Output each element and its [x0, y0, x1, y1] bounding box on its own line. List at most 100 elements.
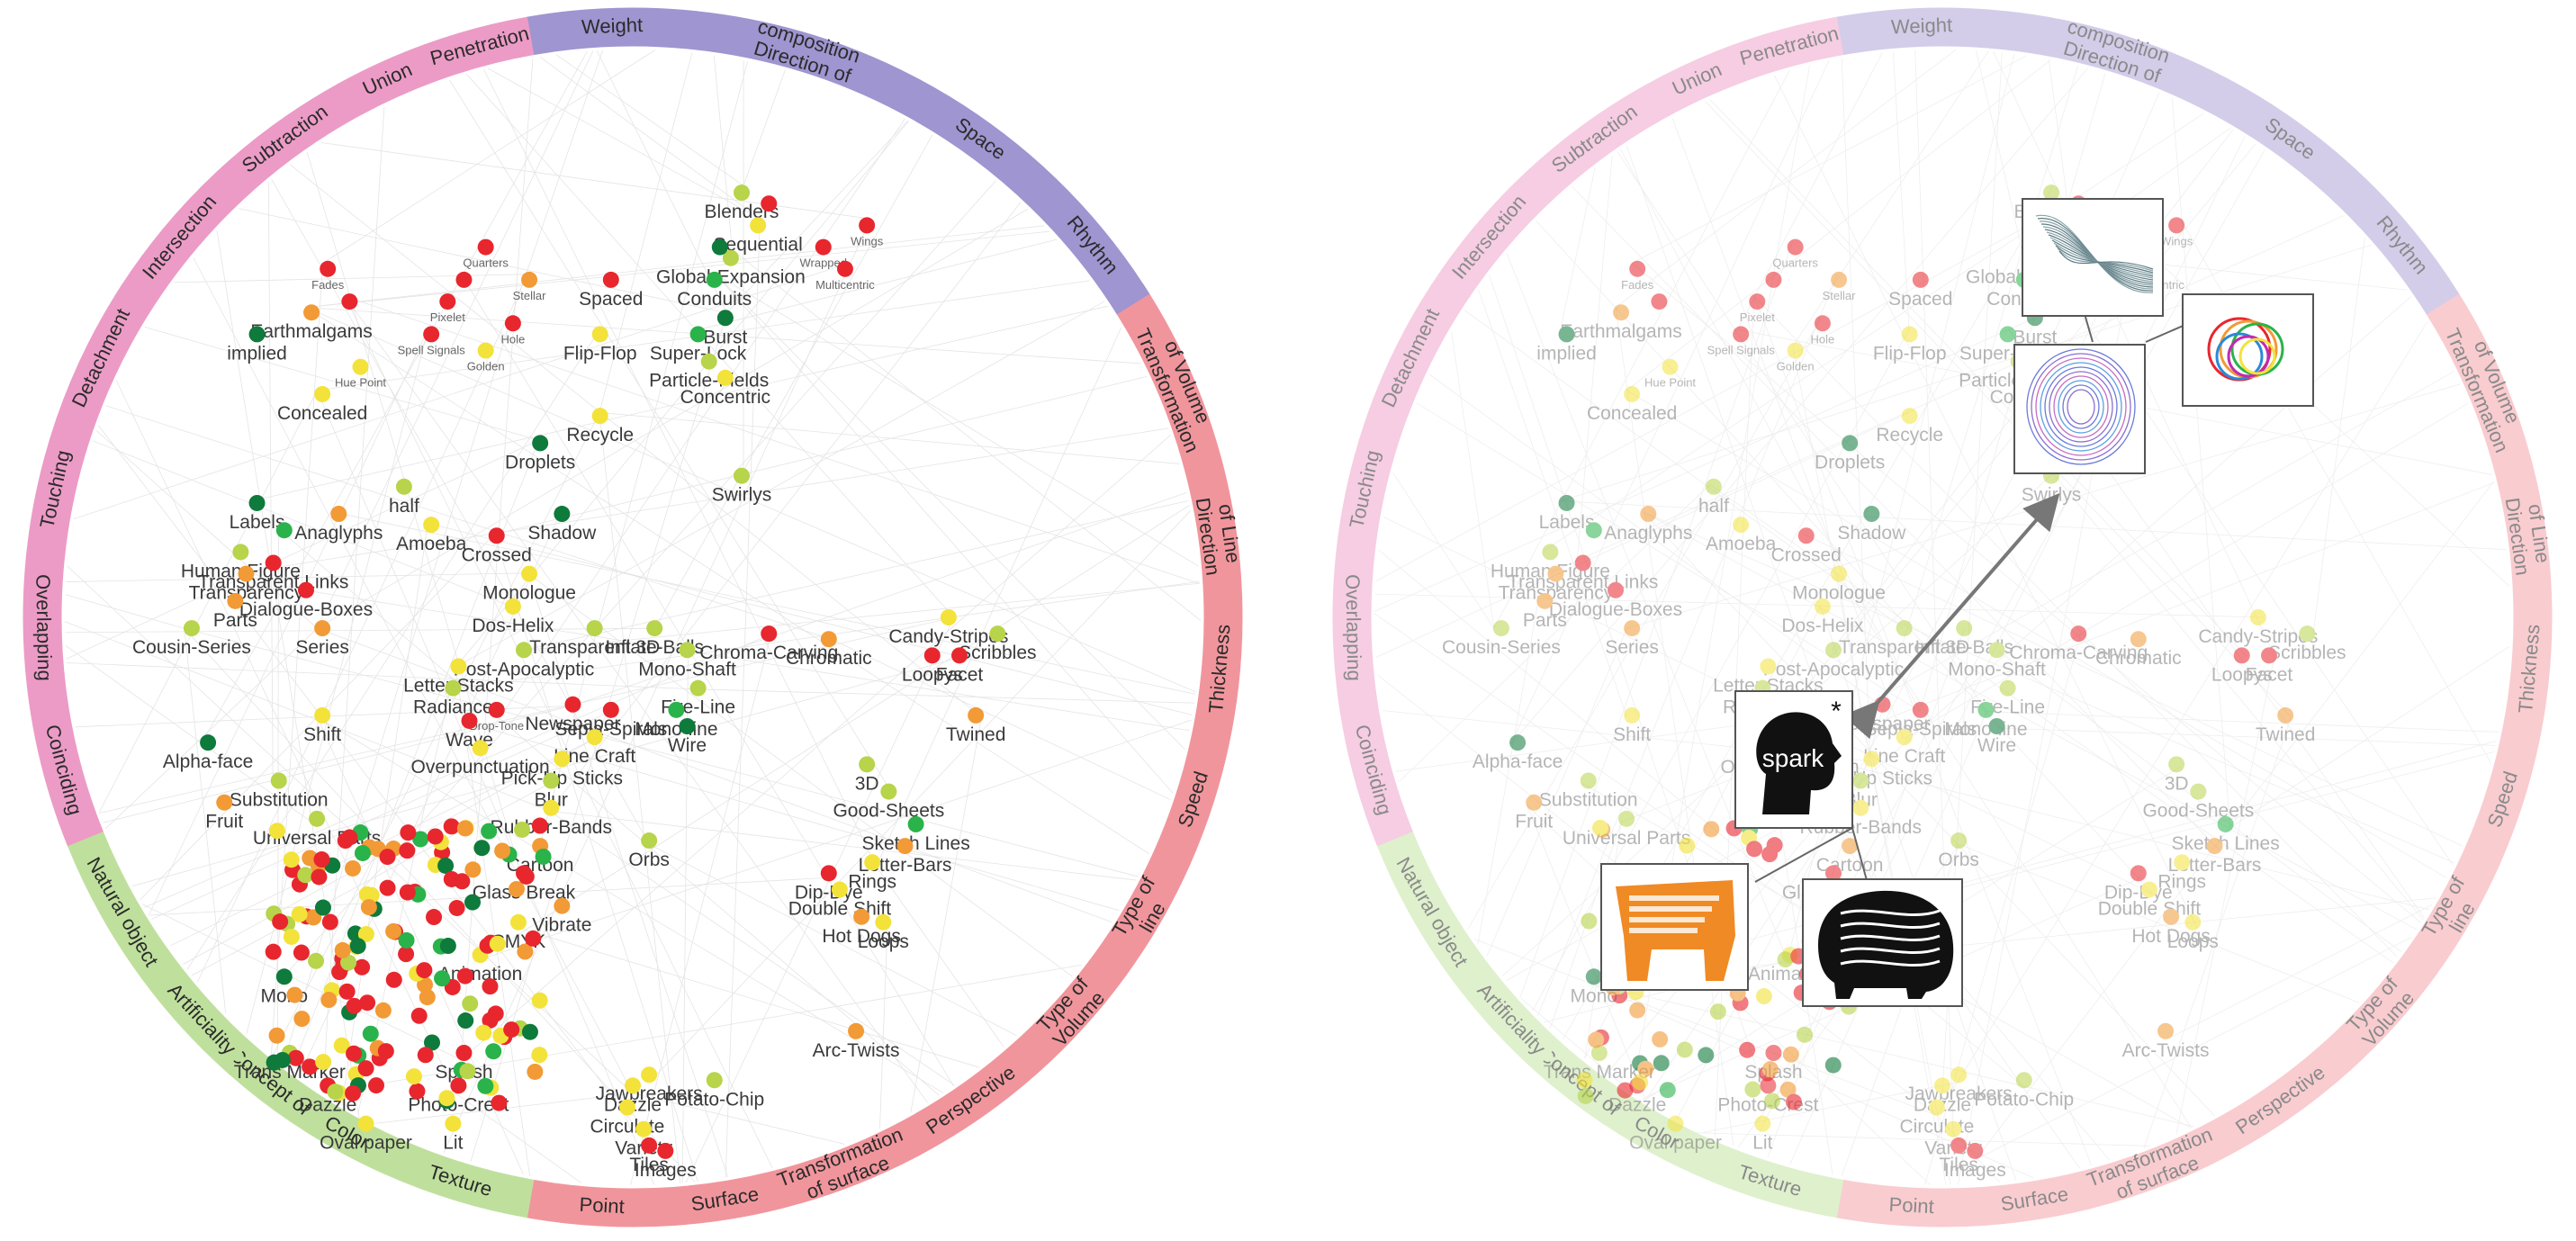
left-node[interactable] [439, 293, 456, 310]
left-node[interactable] [641, 832, 658, 850]
left-node[interactable] [689, 326, 707, 343]
left-node[interactable] [477, 238, 494, 256]
left-node[interactable] [761, 625, 778, 643]
left-cluster-node[interactable] [482, 1012, 499, 1029]
left-cluster-node[interactable] [443, 870, 460, 887]
left-cluster-node[interactable] [367, 1077, 384, 1094]
right-cluster-node[interactable] [1679, 837, 1696, 854]
right-cluster-node[interactable] [1824, 1057, 1842, 1074]
left-cluster-node[interactable] [302, 1058, 319, 1075]
left-node[interactable] [716, 310, 734, 327]
right-node[interactable] [1912, 701, 1929, 718]
right-cluster-node[interactable] [1739, 1041, 1756, 1058]
left-node[interactable] [341, 293, 358, 310]
left-node[interactable] [836, 260, 853, 277]
right-node[interactable] [2157, 1022, 2175, 1039]
right-cluster-node[interactable] [1581, 913, 1598, 930]
right-node[interactable] [1640, 506, 1657, 523]
right-cluster-node[interactable] [1576, 1072, 1593, 1089]
right-node[interactable] [1787, 238, 1804, 256]
left-node[interactable] [706, 271, 723, 288]
left-node[interactable] [679, 718, 696, 734]
left-node[interactable] [303, 304, 320, 321]
right-node[interactable] [2206, 838, 2223, 855]
right-node[interactable] [1852, 799, 1869, 816]
left-cluster-node[interactable] [274, 1051, 291, 1068]
right-node[interactable] [1624, 706, 1641, 724]
left-node[interactable] [532, 435, 549, 452]
right-node[interactable] [1492, 620, 1509, 637]
right-node[interactable] [1765, 1045, 1782, 1061]
left-node[interactable] [227, 592, 244, 609]
left-node[interactable] [859, 756, 876, 773]
right-node[interactable] [1624, 385, 1641, 402]
left-node[interactable] [320, 260, 337, 277]
right-node[interactable] [1842, 435, 1859, 452]
left-cluster-node[interactable] [481, 823, 498, 840]
right-cluster-node[interactable] [1659, 1082, 1676, 1099]
right-cluster-node[interactable] [1746, 841, 1763, 858]
left-node[interactable] [880, 783, 897, 800]
left-node[interactable] [591, 326, 608, 343]
left-cluster-node[interactable] [448, 899, 465, 916]
left-cluster-node[interactable] [400, 824, 417, 841]
right-node[interactable] [1754, 1115, 1771, 1132]
left-node[interactable] [853, 908, 870, 925]
left-node[interactable] [591, 408, 608, 425]
left-node[interactable] [543, 772, 560, 789]
left-cluster-node[interactable] [399, 884, 416, 901]
left-node[interactable] [554, 506, 571, 523]
left-cluster-node[interactable] [354, 958, 371, 976]
right-node[interactable] [1590, 1045, 1608, 1061]
left-node[interactable] [314, 620, 331, 637]
right-node[interactable] [1967, 1142, 1984, 1159]
left-node[interactable] [706, 1072, 723, 1089]
left-cluster-node[interactable] [416, 962, 433, 979]
right-cluster-node[interactable] [1779, 1081, 1797, 1098]
left-node[interactable] [309, 810, 326, 827]
left-node[interactable] [461, 712, 478, 729]
right-node[interactable] [1896, 620, 1913, 637]
left-node[interactable] [314, 385, 331, 402]
right-cluster-node[interactable] [1777, 951, 1794, 968]
right-node[interactable] [1831, 271, 1848, 288]
left-cluster-node[interactable] [410, 1007, 428, 1024]
right-node[interactable] [1825, 865, 1842, 882]
left-node[interactable] [275, 968, 293, 985]
left-node[interactable] [200, 734, 217, 751]
right-node[interactable] [1613, 304, 1630, 321]
left-cluster-node[interactable] [464, 894, 482, 911]
left-node[interactable] [275, 522, 293, 539]
left-cluster-node[interactable] [503, 1021, 520, 1039]
left-cluster-node[interactable] [443, 818, 460, 835]
right-node[interactable] [1574, 554, 1591, 571]
left-node[interactable] [602, 271, 619, 288]
left-node[interactable] [679, 642, 696, 659]
left-cluster-node[interactable] [459, 1063, 476, 1080]
right-node[interactable] [2277, 706, 2294, 724]
left-node[interactable] [248, 326, 266, 343]
right-node[interactable] [1760, 1077, 1777, 1094]
left-cluster-node[interactable] [527, 1063, 544, 1080]
left-cluster-node[interactable] [308, 952, 325, 969]
left-node[interactable] [314, 706, 331, 724]
right-node[interactable] [1651, 293, 1668, 310]
left-node[interactable] [907, 815, 924, 832]
left-node[interactable] [820, 865, 837, 882]
right-node[interactable] [1934, 1077, 1950, 1094]
left-node[interactable] [722, 249, 739, 266]
thumbnail-spark-logo[interactable]: spark* [1734, 690, 1853, 829]
right-cluster-node[interactable] [1761, 846, 1779, 863]
left-node[interactable] [298, 581, 314, 598]
left-cluster-node[interactable] [417, 1047, 434, 1064]
left-node[interactable] [488, 701, 505, 718]
left-cluster-node[interactable] [525, 930, 542, 947]
left-node[interactable] [516, 642, 532, 659]
right-node[interactable] [1999, 679, 2016, 697]
left-node[interactable] [543, 799, 560, 816]
left-cluster-node[interactable] [485, 1043, 502, 1060]
right-cluster-node[interactable] [1637, 1060, 1654, 1077]
left-cluster-node[interactable] [321, 913, 338, 931]
left-cluster-node[interactable] [286, 986, 303, 1003]
right-node[interactable] [1977, 701, 1995, 718]
